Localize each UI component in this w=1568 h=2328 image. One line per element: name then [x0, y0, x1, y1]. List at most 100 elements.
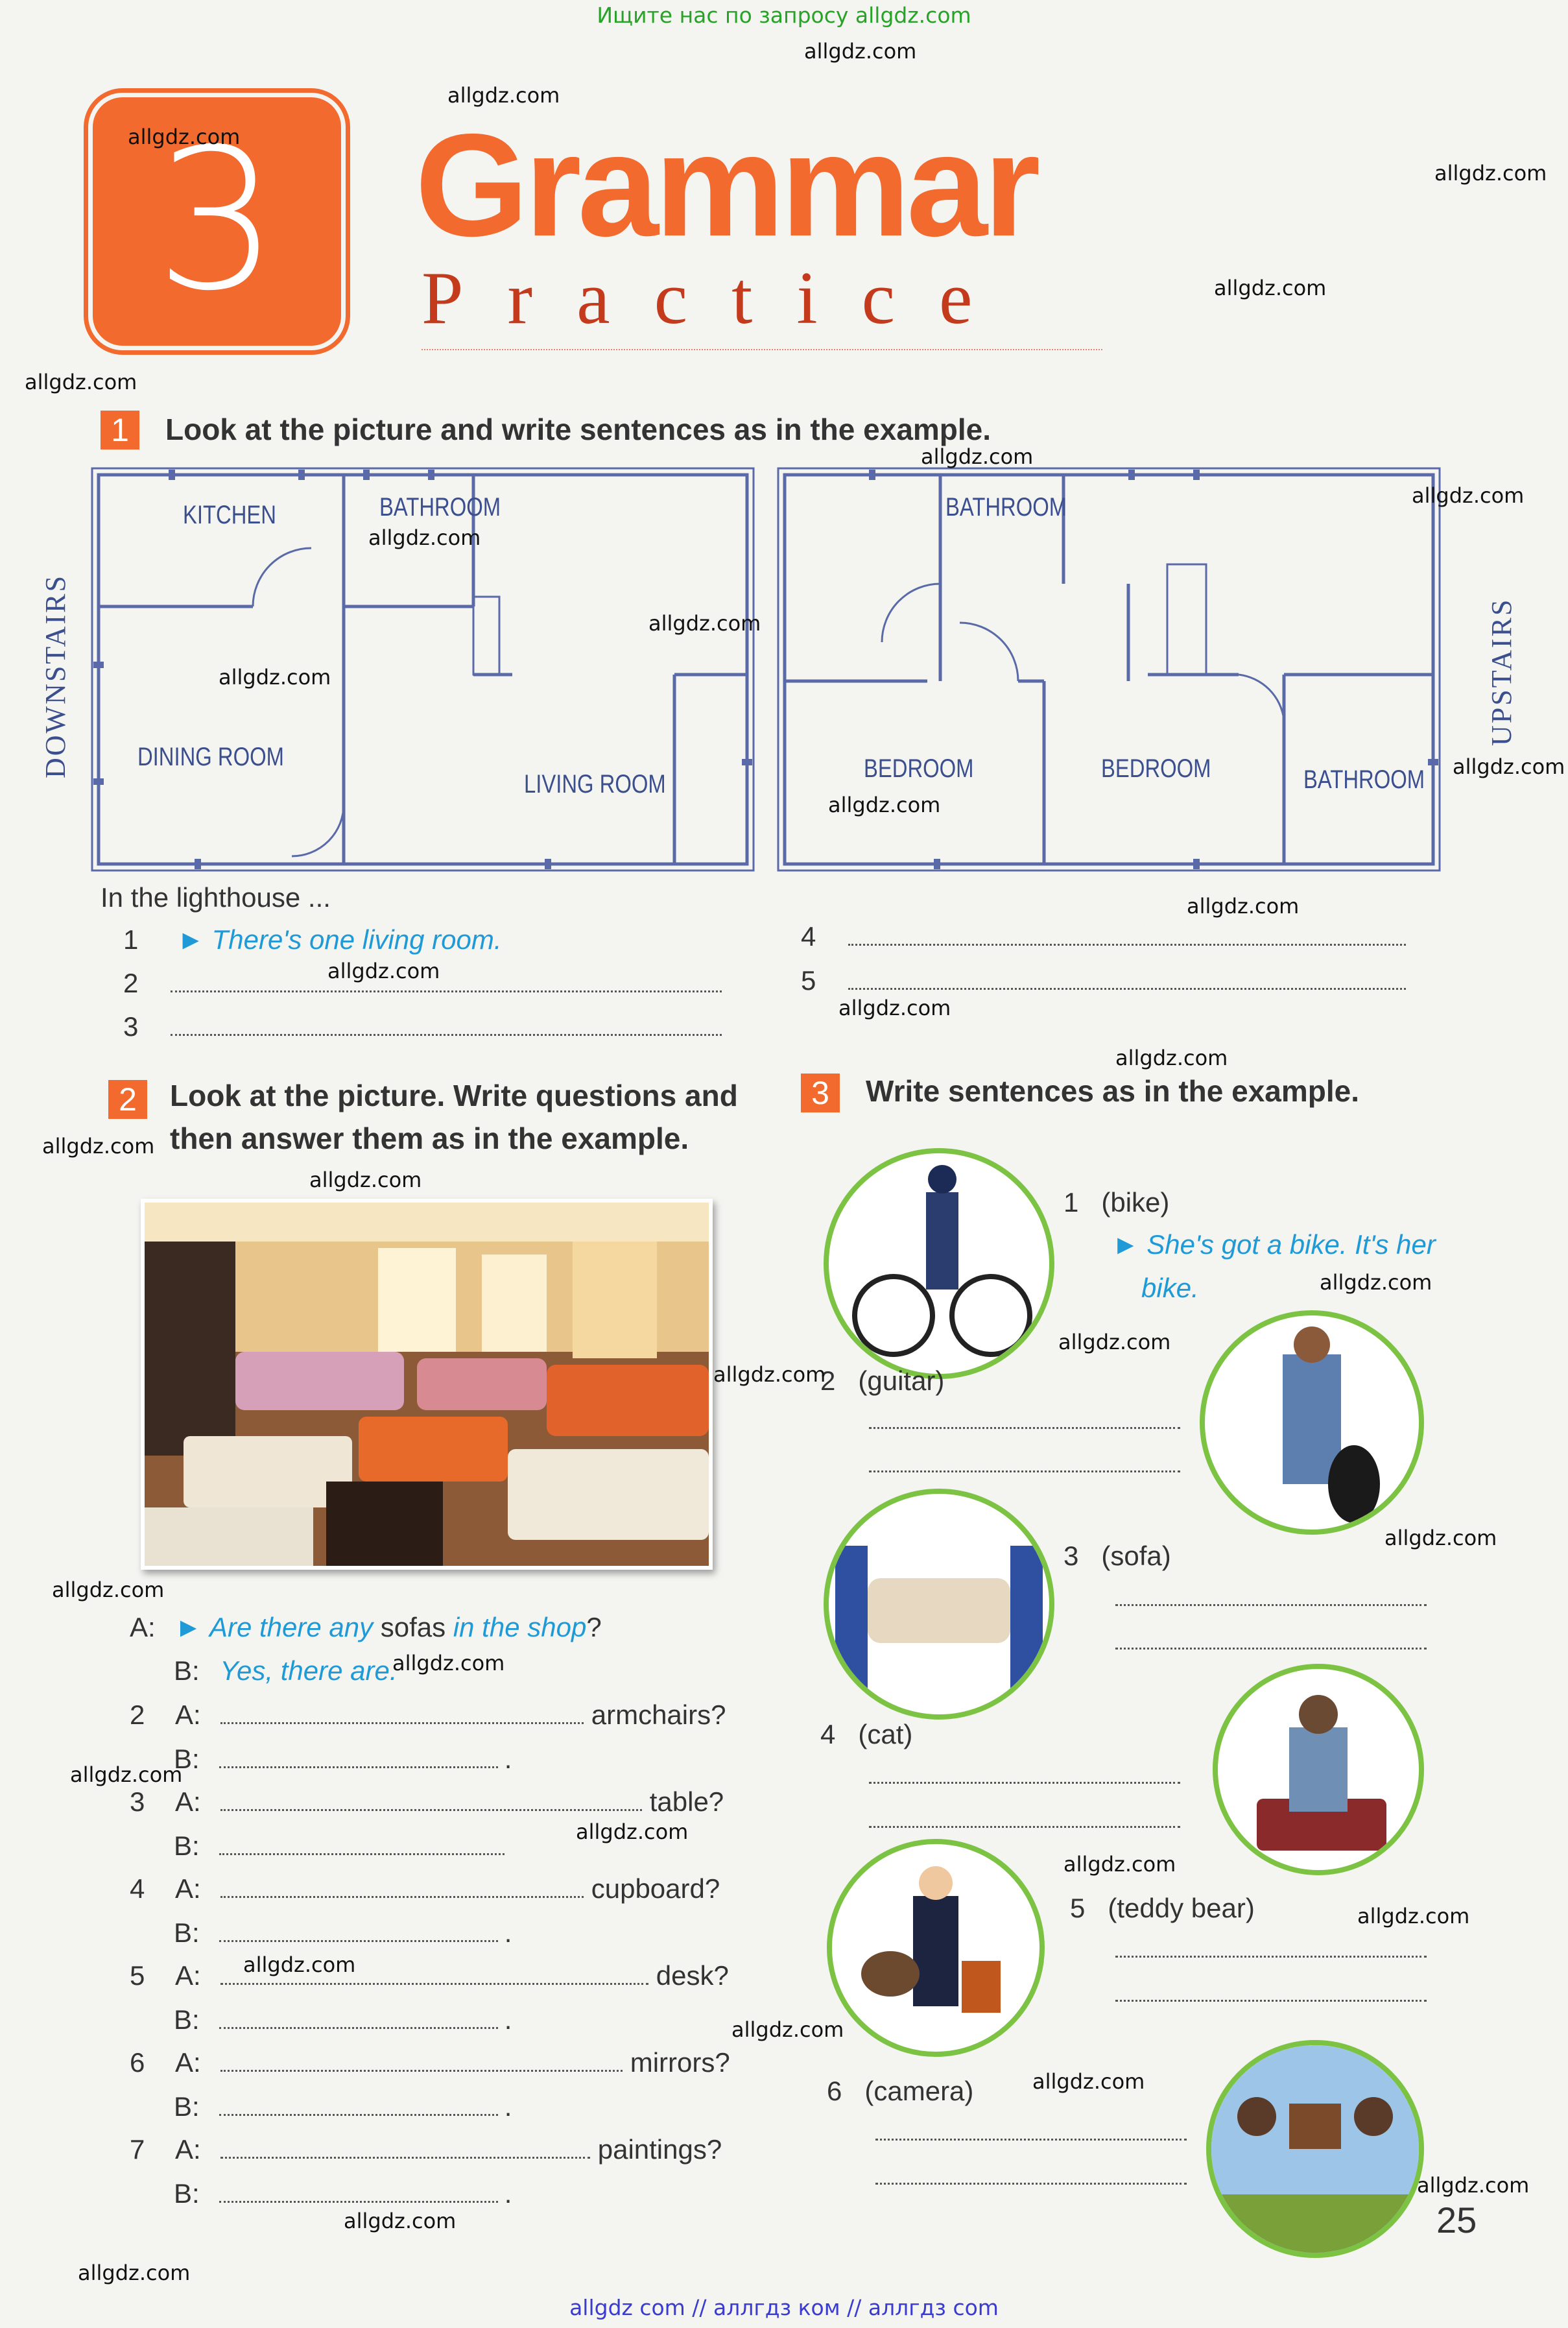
watermark: allgdz.com	[1453, 754, 1565, 779]
watermark: allgdz.com	[1357, 1904, 1470, 1928]
unit-number: 3	[155, 107, 279, 333]
exercise-2-item-3-answer[interactable]: B:	[174, 1830, 511, 1862]
exercise-3-item-2-line-1[interactable]	[869, 1404, 1180, 1435]
exercise-3-instruction: Write sentences as in the example.	[866, 1074, 1360, 1108]
camera-people-picture	[1206, 2040, 1424, 2258]
room-bedroom-2: BEDROOM	[1101, 754, 1211, 783]
watermark: allgdz.com	[1115, 1046, 1228, 1070]
title-divider	[422, 349, 1102, 350]
room-living: LIVING ROOM	[524, 770, 666, 798]
cat-woman-picture	[1213, 1664, 1424, 1875]
exercise-2-item-4-question[interactable]: 4 A:cupboard?	[130, 1873, 720, 1904]
title-practice: Practice	[422, 257, 1017, 340]
exercise-3-item-6-line-2[interactable]	[875, 2160, 1187, 2191]
watermark: allgdz.com	[576, 1819, 689, 1844]
exercise-3-example-2: bike.	[1141, 1273, 1199, 1303]
watermark: allgdz.com	[1187, 894, 1300, 918]
watermark: allgdz.com	[243, 1952, 356, 1977]
watermark: allgdz.com	[1058, 1330, 1171, 1354]
exercise-2-item-2-answer[interactable]: B:.	[174, 1744, 512, 1774]
downstairs-outline	[97, 473, 749, 866]
exercise-1-item-3[interactable]: 3	[123, 1011, 722, 1042]
room-kitchen: KITCHEN	[183, 501, 276, 529]
title-grammar: Grammar	[415, 103, 1041, 267]
watermark: allgdz.com	[731, 2017, 844, 2042]
watermark: allgdz.com	[447, 83, 560, 108]
unit-number-box: 3	[93, 97, 341, 346]
exercise-2-instruction-2: then answer them as in the example.	[170, 1122, 689, 1155]
exercise-2-number: 2	[108, 1080, 147, 1119]
watermark: allgdz.com	[25, 370, 137, 394]
room-bedroom-1: BEDROOM	[864, 754, 974, 783]
exercise-1-item-2[interactable]: 2	[123, 968, 722, 999]
watermark: allgdz.com	[648, 611, 761, 636]
watermark: allgdz.com	[219, 665, 331, 690]
watermark: allgdz.com	[1417, 2173, 1530, 2198]
sofa-movers-picture	[824, 1489, 1054, 1720]
exercise-3-number: 3	[801, 1074, 840, 1112]
exercise-2-item-5-question[interactable]: 5 A:desk?	[130, 1960, 729, 1991]
exercise-2-item-6-question[interactable]: 6 A:mirrors?	[130, 2047, 730, 2078]
watermark: allgdz.com	[78, 2261, 191, 2285]
exercise-2-item-7-question[interactable]: 7 A:paintings?	[130, 2134, 722, 2165]
watermark: allgdz.com	[828, 793, 941, 817]
exercise-1-item-4[interactable]: 4	[801, 921, 1407, 952]
bottom-banner: allgdz com // аллгдз ком // аллгдз com	[569, 2295, 999, 2320]
watermark: allgdz.com	[309, 1168, 422, 1192]
exercise-2-item-7-answer[interactable]: B:.	[174, 2178, 512, 2209]
watermark: allgdz.com	[1214, 276, 1327, 300]
watermark: allgdz.com	[70, 1762, 183, 1787]
teddy-bear-boy-picture	[827, 1839, 1045, 2057]
exercise-3-item-3[interactable]: 3 (sofa)	[1063, 1541, 1171, 1571]
exercise-2-item-4-answer[interactable]: B:.	[174, 1917, 512, 1948]
exercise-3-item-3-line-2[interactable]	[1115, 1625, 1427, 1656]
exercise-1-instruction: Look at the picture and write sentences …	[165, 413, 992, 446]
room-bathroom-down: BATHROOM	[379, 493, 501, 522]
watermark: allgdz.com	[368, 525, 481, 550]
exercise-3-item-4[interactable]: 4 (cat)	[820, 1719, 913, 1749]
upstairs-outline	[783, 473, 1435, 866]
exercise-3-item-4-line-1[interactable]	[869, 1759, 1180, 1790]
room-bathroom-up-2: BATHROOM	[1303, 765, 1425, 794]
exercise-1-item-1: 1► There's one living room.	[123, 924, 502, 955]
shop-illustration	[145, 1203, 709, 1566]
exercise-3-item-2-line-2[interactable]	[869, 1448, 1180, 1479]
furniture-shop-photo	[141, 1199, 713, 1570]
exercise-3-item-5-line-2[interactable]	[1115, 1977, 1427, 2008]
exercise-3-item-4-line-2[interactable]	[869, 1803, 1180, 1834]
watermark: allgdz.com	[1412, 483, 1525, 508]
exercise-3-item-6-line-1[interactable]	[875, 2116, 1187, 2147]
exercise-2-item-1-answer: B: Yes, there are.	[174, 1655, 398, 1686]
downstairs-label: DOWNSTAIRS	[40, 574, 71, 778]
watermark: allgdz.com	[1320, 1270, 1432, 1295]
exercise-1-number: 1	[101, 411, 139, 450]
exercise-2-item-5-answer[interactable]: B:.	[174, 2004, 512, 2035]
room-bathroom-up: BATHROOM	[945, 493, 1067, 522]
watermark: allgdz.com	[344, 2209, 457, 2233]
exercise-2-item-2-question[interactable]: 2 A:armchairs?	[130, 1699, 726, 1730]
exercise-3-item-5[interactable]: 5 (teddy bear)	[1070, 1893, 1255, 1923]
top-banner: Ищите нас по запросу allgdz.com	[597, 3, 971, 28]
exercise-3-item-6[interactable]: 6 (camera)	[827, 2076, 974, 2106]
exercise-1-intro: In the lighthouse ...	[101, 882, 331, 913]
exercise-3-item-2[interactable]: 2 (guitar)	[820, 1365, 945, 1396]
watermark: allgdz.com	[392, 1651, 505, 1675]
watermark: allgdz.com	[713, 1362, 826, 1387]
exercise-3-item-1: 1 (bike)	[1063, 1187, 1170, 1218]
watermark: allgdz.com	[921, 444, 1034, 469]
watermark: allgdz.com	[1384, 1526, 1497, 1550]
page-number: 25	[1436, 2200, 1477, 2240]
exercise-2-item-3-question[interactable]: 3 A:table?	[130, 1786, 724, 1817]
floor-plans	[91, 467, 1441, 872]
exercise-1-example: There's one living room.	[211, 924, 502, 955]
exercise-2-item-6-answer[interactable]: B:.	[174, 2091, 512, 2122]
exercise-3-item-3-line-1[interactable]	[1115, 1581, 1427, 1613]
exercise-1-item-5[interactable]: 5	[801, 965, 1407, 996]
exercise-3-example-1: ► She's got a bike. It's her	[1112, 1229, 1436, 1260]
exercise-3-item-5-line-1[interactable]	[1115, 1933, 1427, 1964]
watermark: allgdz.com	[1063, 1852, 1176, 1877]
watermark: allgdz.com	[838, 996, 951, 1020]
watermark: allgdz.com	[128, 125, 241, 149]
watermark: allgdz.com	[327, 959, 440, 983]
exercise-2-item-1-question: A:► Are there any sofas in the shop?	[130, 1612, 602, 1642]
